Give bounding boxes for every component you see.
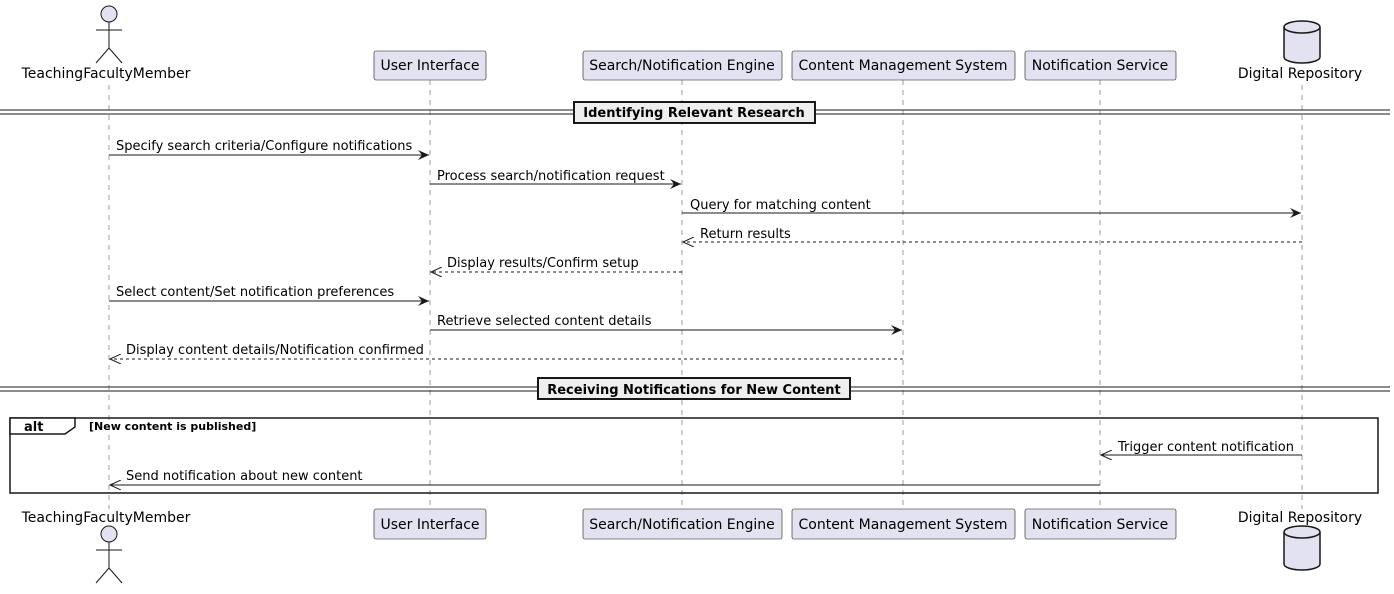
participant-ui-bottom: User Interface	[373, 508, 487, 540]
participant-notif-bottom: Notification Service	[1024, 508, 1177, 540]
participant-engine-top: Search/Notification Engine	[582, 50, 783, 81]
message-label: Display results/Confirm setup	[447, 256, 639, 271]
message-label: Process search/notification request	[437, 169, 665, 184]
actor-faculty-top: TeachingFacultyMember	[21, 5, 191, 82]
participant-cms-bottom: Content Management System	[791, 508, 1016, 540]
database-icon	[1283, 20, 1321, 64]
participant-label: User Interface	[380, 58, 479, 74]
database-repo-bottom: Digital Repository	[1238, 510, 1362, 571]
message-10: Send notification about new content	[110, 469, 1100, 485]
actor-icon	[95, 525, 123, 584]
message-label: Send notification about new content	[126, 469, 363, 484]
messages: Specify search criteria/Configure notifi…	[109, 139, 1302, 485]
message-label: Query for matching content	[690, 198, 871, 213]
message-label: Retrieve selected content details	[437, 314, 652, 329]
database-icon	[1283, 525, 1321, 571]
message-4: Return results	[683, 227, 1302, 242]
participant-label: TeachingFacultyMember	[21, 510, 191, 526]
participant-label: Digital Repository	[1238, 66, 1362, 82]
message-label: Display content details/Notification con…	[126, 343, 424, 358]
participant-label: Search/Notification Engine	[589, 58, 775, 74]
divider-label: Identifying Relevant Research	[583, 106, 804, 121]
message-label: Specify search criteria/Configure notifi…	[116, 139, 412, 154]
lifelines	[108, 80, 1303, 509]
participant-label: User Interface	[380, 517, 479, 533]
message-2: Process search/notification request	[430, 169, 681, 189]
participant-ui-top: User Interface	[373, 50, 487, 81]
participant-label: Content Management System	[798, 58, 1007, 74]
participant-label: Notification Service	[1032, 517, 1169, 533]
message-3: Query for matching content	[682, 198, 1301, 218]
message-5: Display results/Confirm setup	[431, 256, 682, 272]
participant-notif-top: Notification Service	[1024, 50, 1177, 81]
message-8: Display content details/Notification con…	[110, 343, 903, 359]
alt-fragment: alt [New content is published]	[9, 417, 1379, 494]
message-label: Select content/Set notification preferen…	[116, 285, 394, 300]
participant-cms-top: Content Management System	[791, 50, 1016, 81]
fragment-keyword: alt	[24, 420, 43, 435]
participant-label: Notification Service	[1032, 58, 1169, 74]
message-7: Retrieve selected content details	[430, 314, 902, 335]
fragment-guard: [New content is published]	[89, 420, 256, 433]
message-6: Select content/Set notification preferen…	[109, 285, 429, 306]
database-repo-top: Digital Repository	[1238, 20, 1362, 82]
divider-identifying-research: Identifying Relevant Research	[0, 101, 1390, 124]
message-9: Trigger content notification	[1101, 440, 1302, 455]
message-label: Trigger content notification	[1117, 440, 1294, 455]
actor-icon	[95, 5, 123, 64]
participants-top: TeachingFacultyMember User Interface Sea…	[21, 5, 1362, 82]
participant-label: Content Management System	[798, 517, 1007, 533]
participants-bottom: TeachingFacultyMember User Interface Sea…	[21, 508, 1362, 584]
participant-engine-bottom: Search/Notification Engine	[582, 508, 783, 540]
divider-label: Receiving Notifications for New Content	[547, 383, 841, 398]
message-label: Return results	[700, 227, 791, 242]
participant-label: TeachingFacultyMember	[21, 66, 191, 82]
actor-faculty-bottom: TeachingFacultyMember	[21, 510, 191, 584]
divider-receiving-notifications: Receiving Notifications for New Content	[0, 377, 1390, 400]
message-1: Specify search criteria/Configure notifi…	[109, 139, 429, 160]
participant-label: Digital Repository	[1238, 510, 1362, 526]
participant-label: Search/Notification Engine	[589, 517, 775, 533]
